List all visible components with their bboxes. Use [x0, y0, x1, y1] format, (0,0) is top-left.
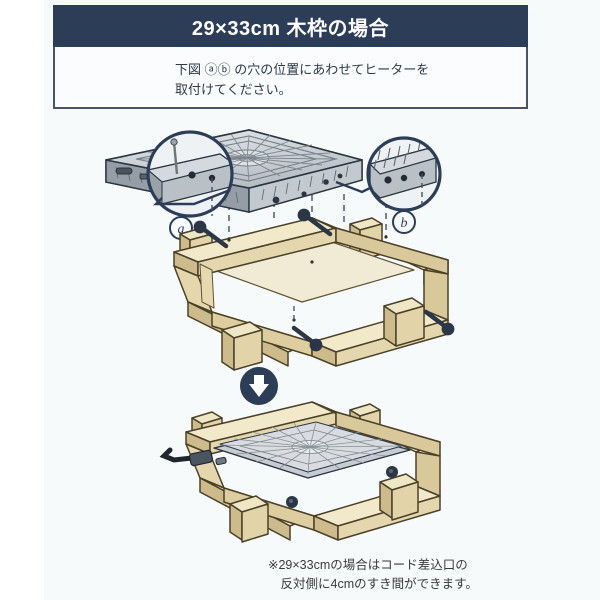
- installed-screws: [286, 466, 398, 508]
- frame-hole-marks: [227, 235, 388, 322]
- screw: [193, 220, 229, 249]
- instruction-text: 下図 ⓐⓑ の穴の位置にあわせてヒーターを 取付けてください。: [175, 62, 430, 98]
- screw: [291, 325, 323, 352]
- heater-unit-exploded: [105, 129, 363, 213]
- callout-b: b: [366, 136, 442, 234]
- callout-leader-lines: [153, 180, 371, 206]
- footnote: ※29×33cmの場合はコード差込口の 反対側に4cmのすき間ができます。: [268, 558, 478, 591]
- screw: [423, 309, 455, 336]
- assembled-result: [185, 401, 441, 543]
- diagram-area: a: [44, 112, 600, 552]
- instruction-box: 下図 ⓐⓑ の穴の位置にあわせてヒーターを 取付けてください。: [53, 47, 528, 109]
- header-bar: 29×33cm 木枠の場合: [53, 5, 528, 47]
- screws: [193, 208, 455, 352]
- power-cord: [159, 447, 227, 467]
- down-arrow-icon: [240, 367, 278, 405]
- callout-a: a: [146, 130, 234, 240]
- callout-b-label: b: [401, 216, 408, 231]
- assembly-diagram: a: [105, 129, 455, 543]
- screw: [297, 208, 333, 237]
- callout-a-label: a: [178, 222, 185, 237]
- page-title: 29×33cm 木枠の場合: [191, 17, 390, 40]
